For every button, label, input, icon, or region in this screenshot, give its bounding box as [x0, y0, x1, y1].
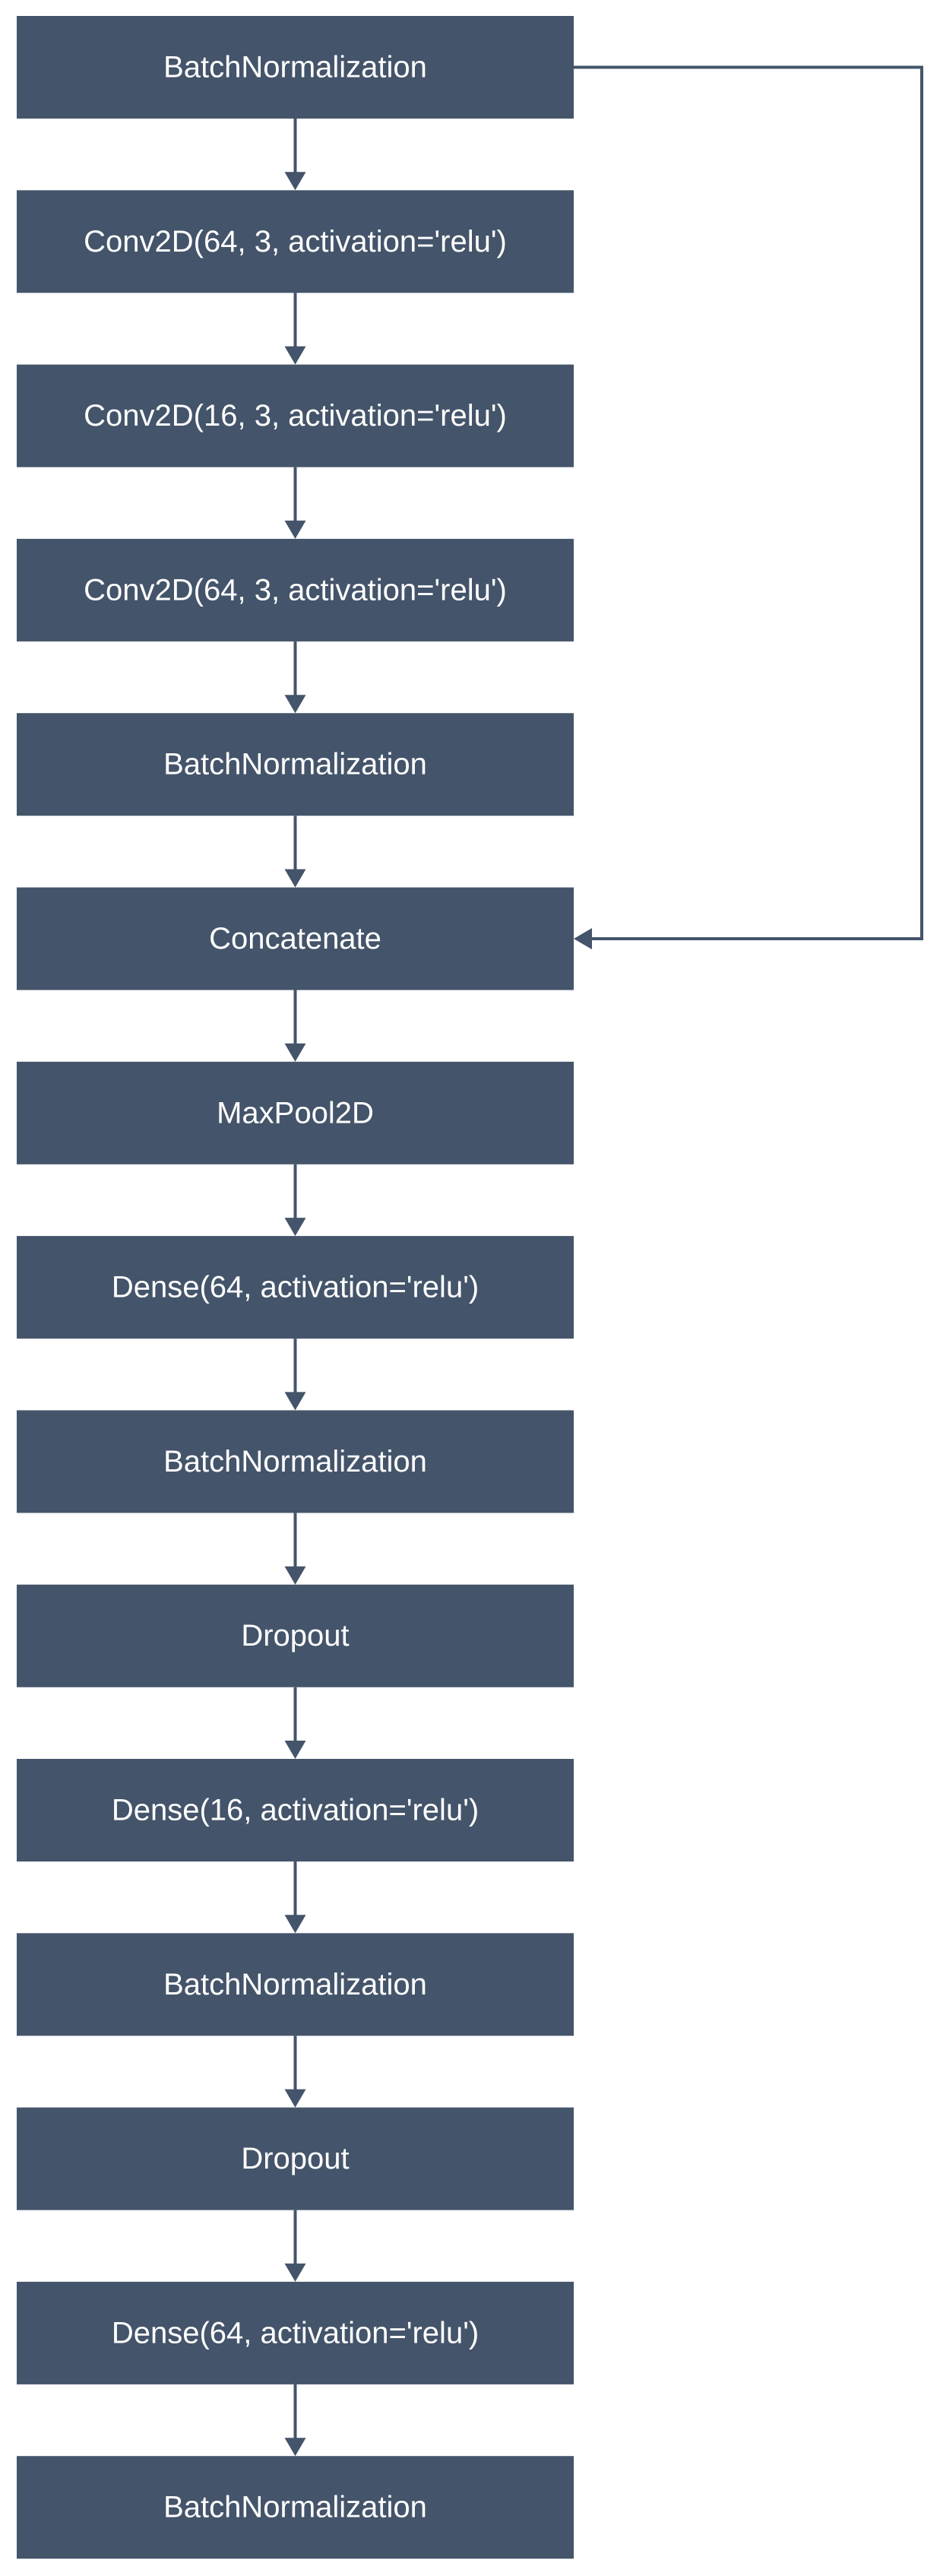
layer-node: Dense(64, activation='relu')	[17, 1236, 574, 1339]
layer-label: Conv2D(64, 3, activation='relu')	[84, 573, 507, 607]
layer-box	[17, 887, 574, 990]
layer-node: BatchNormalization	[17, 1410, 574, 1513]
flow-arrow	[284, 119, 306, 191]
layer-label: Conv2D(16, 3, activation='relu')	[84, 399, 507, 433]
layer-label: MaxPool2D	[217, 1096, 374, 1130]
layer-label: Dense(64, activation='relu')	[112, 1271, 479, 1304]
layer-box	[17, 1236, 574, 1339]
layer-box	[17, 2281, 574, 2384]
layer-box	[17, 364, 574, 467]
flow-arrow	[284, 2210, 306, 2282]
layer-label: BatchNormalization	[163, 748, 427, 781]
layer-label: Dense(64, activation='relu')	[112, 2316, 479, 2349]
layer-label: Dropout	[241, 2142, 349, 2175]
layer-box	[17, 16, 574, 119]
flow-arrow	[284, 1862, 306, 1934]
layer-box	[17, 1061, 574, 1164]
skip-connection-arrow	[574, 65, 923, 949]
layer-node: Dropout	[17, 2107, 574, 2210]
layer-node: Dense(64, activation='relu')	[17, 2281, 574, 2384]
connectors	[284, 65, 923, 2457]
layer-box	[17, 1933, 574, 2036]
flow-arrow	[284, 990, 306, 1062]
layer-label: BatchNormalization	[163, 51, 427, 84]
layer-node: BatchNormalization	[17, 1933, 574, 2036]
layer-node: Dense(16, activation='relu')	[17, 1759, 574, 1862]
layer-node: BatchNormalization	[17, 16, 574, 119]
layer-box	[17, 1410, 574, 1513]
flow-arrow	[284, 2036, 306, 2108]
flow-arrow	[284, 2384, 306, 2457]
flow-arrow	[284, 1513, 306, 1585]
layer-label: Dropout	[241, 1619, 349, 1652]
layer-box	[17, 190, 574, 293]
layer-node: Conv2D(64, 3, activation='relu')	[17, 190, 574, 293]
layer-label: Conv2D(64, 3, activation='relu')	[84, 225, 507, 258]
flow-arrow	[284, 467, 306, 539]
layer-node: Conv2D(16, 3, activation='relu')	[17, 364, 574, 467]
flow-arrow	[284, 1164, 306, 1237]
layer-box	[17, 713, 574, 816]
layer-label: BatchNormalization	[163, 1968, 427, 2001]
layer-label: Concatenate	[209, 922, 381, 955]
flow-arrow	[284, 1339, 306, 1411]
layer-node: BatchNormalization	[17, 713, 574, 816]
layer-node: MaxPool2D	[17, 1061, 574, 1164]
layer-node: Concatenate	[17, 887, 574, 990]
layer-node: Dropout	[17, 1584, 574, 1687]
layer-box	[17, 1759, 574, 1862]
layer-label: Dense(16, activation='relu')	[112, 1794, 479, 1827]
layer-node: Conv2D(64, 3, activation='relu')	[17, 538, 574, 642]
layer-box	[17, 2107, 574, 2210]
layer-box	[17, 538, 574, 642]
layer-node: BatchNormalization	[17, 2456, 574, 2559]
layer-box	[17, 1584, 574, 1687]
layer-label: BatchNormalization	[163, 2491, 427, 2524]
flow-arrow	[284, 816, 306, 888]
flow-arrow	[284, 293, 306, 365]
layer-box	[17, 2456, 574, 2559]
layer-label: BatchNormalization	[163, 1445, 427, 1478]
flow-arrow	[284, 1687, 306, 1759]
flow-arrow	[284, 641, 306, 714]
